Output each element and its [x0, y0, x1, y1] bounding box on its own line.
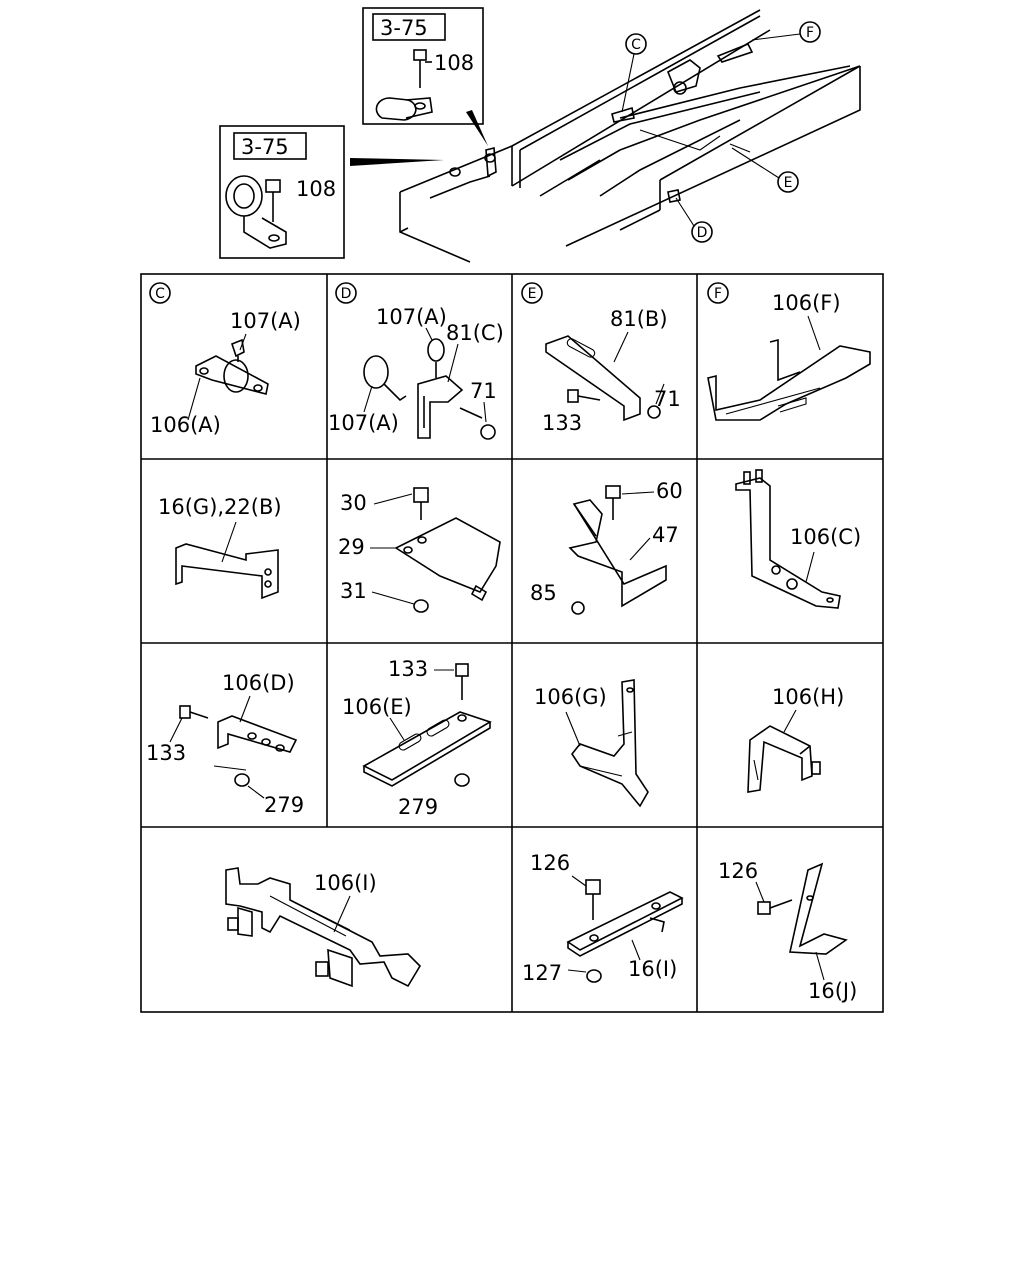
label-106i: 106(I)	[314, 871, 377, 895]
label-133-r3: 133	[146, 741, 186, 765]
svg-text:E: E	[528, 286, 537, 302]
parts-grid	[140, 273, 884, 1013]
panel-r4c4: 126 16(J)	[718, 859, 857, 1003]
ref-label-lower: 3-75	[241, 135, 289, 159]
bracket-106g-icon	[571, 679, 649, 808]
label-106e: 106(E)	[342, 695, 412, 719]
panel-r2c3: 60 47 85	[530, 479, 683, 615]
callout-f-label: F	[806, 25, 814, 41]
callout-e-label: E	[784, 175, 793, 191]
label-106d: 106(D)	[222, 671, 295, 695]
plate-106e-icon	[362, 663, 492, 787]
pointer-arrow-lower	[350, 158, 444, 166]
label-126-r4c3: 126	[530, 851, 570, 875]
panel-r4c1: 106(I)	[225, 867, 422, 988]
label-60: 60	[656, 479, 683, 503]
frame-overview: 3-75 108 3-75 108	[219, 7, 861, 263]
label-16g-22b: 16(G),22(B)	[158, 495, 282, 519]
svg-text:F: F	[714, 286, 722, 302]
bracket-16g-icon	[175, 543, 279, 600]
panel-r4c3: 126 127 16(I)	[522, 851, 684, 985]
svg-text:C: C	[155, 286, 165, 302]
clamp-upper-icon	[375, 49, 433, 121]
callout-c-label: C	[631, 37, 641, 53]
panel-d: D 107(A) 81(C) 71 107(A)	[328, 282, 504, 440]
ref-box-lower	[233, 132, 307, 160]
inset-lower	[219, 125, 345, 259]
panel-r2c1: 16(G),22(B)	[158, 495, 282, 600]
label-107a: 107(A)	[230, 309, 301, 333]
panel-r3c4: 106(H)	[747, 685, 844, 793]
label-107a-d2: 107(A)	[328, 411, 399, 435]
ref-label-upper: 3-75	[380, 16, 428, 40]
label-16i: 16(I)	[628, 957, 677, 981]
panel-c: C 107(A) 106(A)	[149, 282, 301, 437]
plate-29-icon	[394, 487, 501, 613]
panel-f: F 106(F)	[707, 282, 871, 421]
label-279-r3: 279	[264, 793, 304, 817]
label-133-r3c2: 133	[388, 657, 428, 681]
label-30: 30	[340, 491, 367, 515]
label-31: 31	[340, 579, 367, 603]
label-16j: 16(J)	[808, 979, 857, 1003]
panel-r3c3: 106(G)	[534, 679, 649, 808]
label-81c: 81(C)	[446, 321, 504, 345]
pointer-arrow-upper	[466, 110, 488, 146]
panel-r2c4: 106(C)	[735, 469, 861, 609]
bracket-81b-icon	[545, 335, 661, 422]
label-133-e: 133	[542, 411, 582, 435]
svg-text:D: D	[341, 286, 352, 302]
label-279-r3c2: 279	[398, 795, 438, 819]
inset-upper	[362, 7, 484, 125]
label-106h: 106(H)	[772, 685, 844, 709]
label-107a-d1: 107(A)	[376, 305, 447, 329]
callout-d-circle	[691, 221, 713, 243]
frame-rails	[399, 9, 861, 263]
label-106a: 106(A)	[150, 413, 221, 437]
label-127: 127	[522, 961, 562, 985]
label-71-d: 71	[470, 379, 497, 403]
bolt-label-upper: 108	[434, 51, 474, 75]
panel-r3c2: 133 106(E) 279	[342, 657, 492, 819]
bracket-106d-icon	[179, 705, 298, 787]
panel-e: E 81(B) 71 133	[521, 282, 681, 435]
bracket-106c-icon	[735, 469, 841, 609]
label-85: 85	[530, 581, 557, 605]
label-106g: 106(G)	[534, 685, 607, 709]
bracket-16j-icon	[757, 862, 848, 955]
label-106c: 106(C)	[790, 525, 861, 549]
bolt-label-lower: 108	[296, 177, 336, 201]
label-106f: 106(F)	[772, 291, 841, 315]
callout-d-label: D	[697, 225, 708, 241]
callout-e-circle	[777, 171, 799, 193]
bracket-106f-icon	[707, 338, 871, 421]
label-126-r4c4: 126	[718, 859, 758, 883]
clamp-lower-icon	[225, 175, 287, 249]
panel-r3c1: 106(D) 133 279	[146, 671, 304, 817]
plate-16i-icon	[566, 879, 684, 983]
bracket-106h-icon	[747, 725, 821, 793]
label-81b: 81(B)	[610, 307, 668, 331]
label-29: 29	[338, 535, 365, 559]
callout-c-circle	[625, 33, 647, 55]
panel-r2c2: 30 29 31	[338, 487, 501, 613]
callout-f-circle	[799, 21, 821, 43]
ref-box-upper	[372, 13, 446, 41]
bracket-106i-icon	[225, 867, 422, 988]
bracket-47-icon	[568, 485, 667, 615]
label-47: 47	[652, 523, 679, 547]
bracket-106a-icon	[195, 338, 269, 395]
